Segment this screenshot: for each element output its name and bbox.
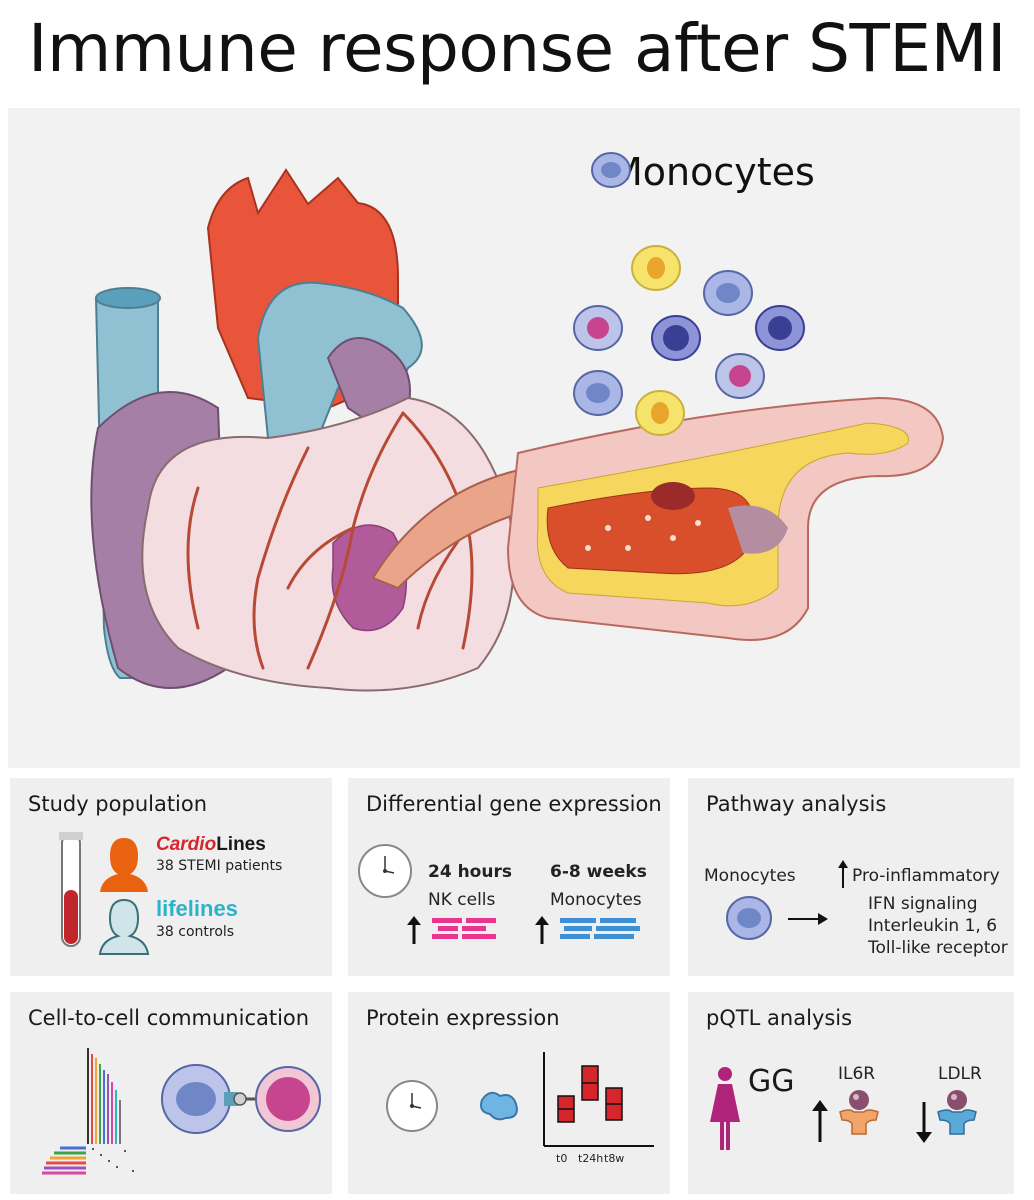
thrombus bbox=[651, 482, 695, 510]
clock-icon bbox=[358, 844, 412, 898]
clock-icon bbox=[386, 1080, 438, 1132]
up-arrow-icon bbox=[407, 916, 421, 944]
genotype-label: GG bbox=[748, 1064, 795, 1099]
pathway-item: Interleukin 1, 6 bbox=[868, 916, 998, 936]
page-title: Immune response after STEMI bbox=[28, 10, 1006, 87]
heart-artery-illustration bbox=[90, 168, 945, 692]
vena-cava-opening bbox=[95, 287, 161, 309]
nk-gene-bars bbox=[432, 918, 496, 939]
up-arrow-icon bbox=[812, 1100, 828, 1142]
panel-pathway: Pathway analysis Monocytes Pro-inflammat… bbox=[688, 778, 1014, 976]
immune-cells bbox=[573, 245, 805, 436]
down-arrow-icon bbox=[916, 1102, 932, 1143]
panel-title: Cell-to-cell communication bbox=[28, 1006, 310, 1030]
monocyte-legend-label: Monocytes bbox=[610, 150, 815, 194]
plaque-core bbox=[728, 505, 788, 554]
blood-tube-icon bbox=[59, 832, 83, 947]
woman-icon bbox=[710, 1067, 740, 1150]
panel-title: Pathway analysis bbox=[706, 792, 887, 816]
x-label: t0 bbox=[556, 1152, 568, 1165]
panel-cell-comm: Cell-to-cell communication bbox=[10, 992, 332, 1194]
pathway-head: Pro-inflammatory bbox=[852, 866, 1000, 886]
panel-study-population: Study population CardioLines 38 STEMI pa… bbox=[10, 778, 332, 976]
patient-icon bbox=[100, 838, 148, 892]
panel-protein: Protein expression t0 t24h t8w bbox=[348, 992, 670, 1194]
right-arrow-icon bbox=[788, 913, 828, 925]
controls-count: 38 controls bbox=[156, 924, 235, 940]
cell-interaction-icon bbox=[161, 1064, 321, 1134]
x-label: t8w bbox=[604, 1152, 625, 1165]
cardiolines-logo: CardioLines bbox=[156, 834, 266, 855]
patients-count: 38 STEMI patients bbox=[156, 858, 283, 874]
x-label: t24h bbox=[578, 1152, 604, 1165]
panel-pqtl: pQTL analysis GG IL6R LDLR bbox=[688, 992, 1014, 1194]
pathway-cell-label: Monocytes bbox=[704, 866, 796, 886]
panel-title: pQTL analysis bbox=[706, 1006, 853, 1030]
il6r-receptor-icon bbox=[839, 1090, 879, 1135]
up-arrow-icon bbox=[838, 860, 848, 888]
gene-ldlr: LDLR bbox=[938, 1064, 982, 1084]
panel-title: Protein expression bbox=[366, 1006, 560, 1030]
monocyte-gene-bars bbox=[560, 918, 640, 939]
cell-nk: NK cells bbox=[428, 890, 496, 910]
timepoint-24h: 24 hours bbox=[428, 862, 512, 882]
cell-monocytes: Monocytes bbox=[550, 890, 642, 910]
up-arrow-icon bbox=[535, 916, 549, 944]
gene-il6r: IL6R bbox=[838, 1064, 876, 1084]
panel-title: Differential gene expression bbox=[366, 792, 662, 816]
protein-icon bbox=[480, 1091, 518, 1121]
coronary-vessels bbox=[186, 411, 474, 670]
interaction-plot-icon bbox=[42, 1048, 134, 1175]
protein-chart bbox=[543, 1052, 654, 1147]
timepoint-6-8w: 6-8 weeks bbox=[550, 862, 647, 882]
control-icon bbox=[98, 898, 150, 955]
pathway-item: Toll-like receptor bbox=[868, 938, 1008, 958]
monocyte-icon bbox=[726, 896, 772, 940]
infarct-zone bbox=[331, 524, 408, 632]
panel-dge: Differential gene expression 24 hours NK… bbox=[348, 778, 670, 976]
panel-title: Study population bbox=[28, 792, 208, 816]
monocyte-legend: Monocytes bbox=[590, 150, 815, 194]
lifelines-logo: lifelines bbox=[156, 896, 238, 921]
pathway-item: IFN signaling bbox=[868, 894, 978, 914]
monocyte-icon bbox=[591, 152, 631, 188]
ldlr-receptor-icon bbox=[937, 1090, 977, 1135]
hero-illustration: Monocytes bbox=[8, 108, 1020, 768]
